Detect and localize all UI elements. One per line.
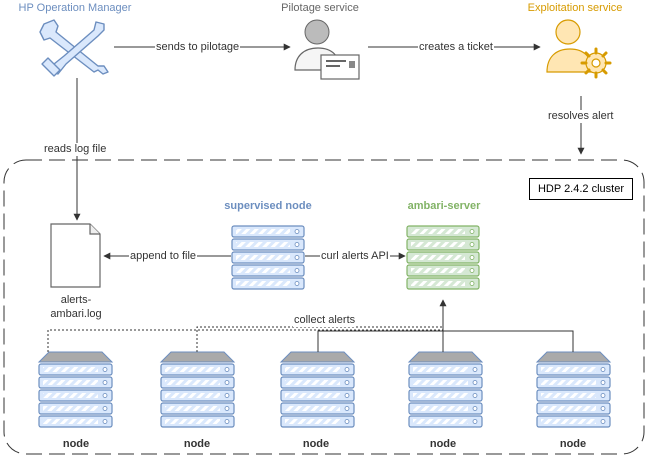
supervised-node-label: supervised node [224,200,312,212]
node-label: node [62,438,90,450]
node-label: node [183,438,211,450]
edge-label-creates-a-ticket: creates a ticket [418,41,494,54]
cluster-label-box: HDP 2.4.2 cluster [529,178,633,200]
log-file-label-line1: alerts- [60,294,92,306]
edge-label-sends-to-pilotage: sends to pilotage [155,41,241,54]
edge-label-collect-alerts: collect alerts [293,314,357,327]
node-server-icon [159,351,236,428]
ambari-server-label: ambari-server [407,200,481,212]
cluster-container [3,159,645,455]
hp-operation-manager-label: HP Operation Manager [18,2,132,14]
edge-label-append-to-file: append to file [129,250,198,263]
edge-collect-alerts [47,299,574,352]
node-server-icon [37,351,114,428]
log-file-label-line2: ambari.log [50,308,102,320]
node-server-icon [279,351,356,428]
node-label: node [429,438,457,450]
node-server-icon [535,351,612,428]
node-label: node [559,438,587,450]
pilotage-service-label: Pilotage service [281,2,359,14]
ambari-server-icon [406,225,480,290]
edge-label-resolves-alert: resolves alert [547,110,615,123]
supervised-node-server-icon [231,225,305,290]
exploitation-service-label: Exploitation service [527,2,623,14]
operator-icon [294,19,360,80]
tools-icon [39,19,109,77]
edge-label-reads-log-file: reads log file [43,143,108,156]
document-icon [50,223,101,288]
edge-label-curl-alerts-api: curl alerts API [320,250,390,263]
user-gear-icon [546,19,612,79]
node-label: node [302,438,330,450]
node-server-icon [407,351,484,428]
